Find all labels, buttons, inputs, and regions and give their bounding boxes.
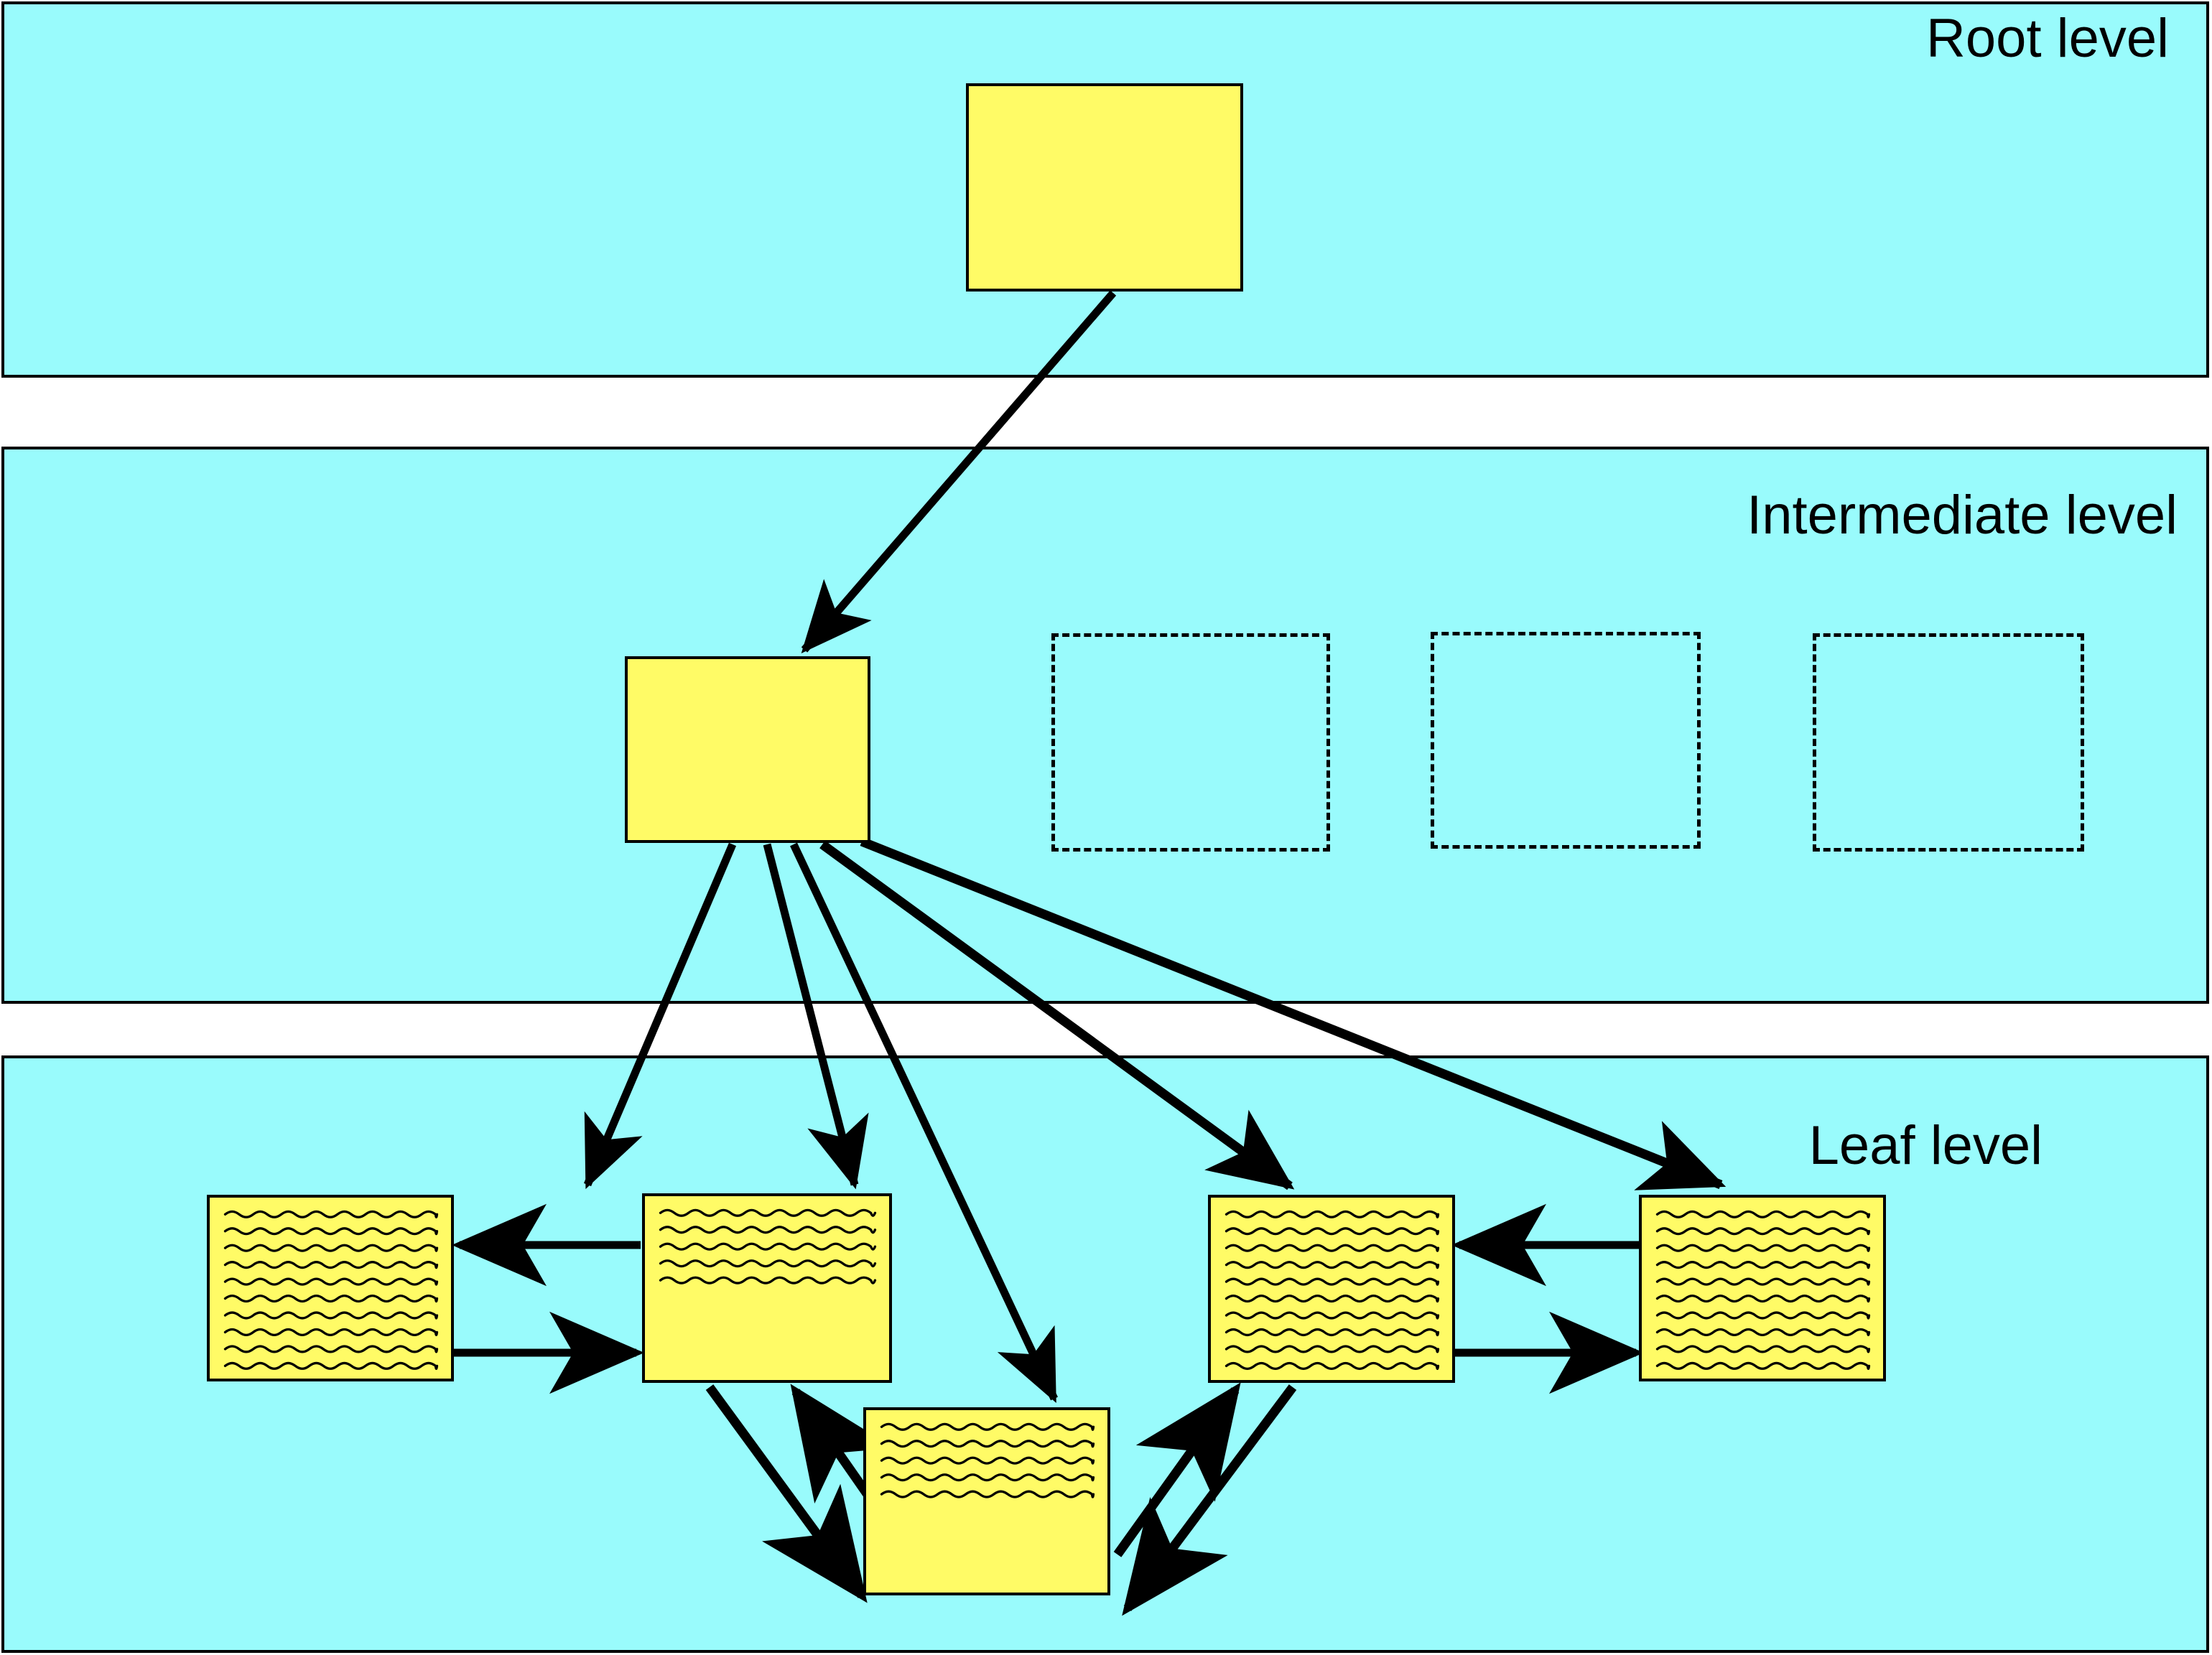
intermediate-placeholder-slot-3[interactable]: [1813, 633, 2084, 852]
band-label-intermediate-level: Intermediate level: [1747, 485, 2178, 546]
intermediate-placeholder-slot-1[interactable]: [1051, 633, 1330, 852]
leaf-node-5[interactable]: [1639, 1195, 1886, 1381]
squiggle-text-icon: [880, 1422, 1095, 1498]
leaf-node-2[interactable]: [642, 1193, 892, 1383]
squiggle-text-icon: [223, 1210, 439, 1370]
intermediate-placeholder-slot-2[interactable]: [1431, 632, 1701, 849]
root-node[interactable]: [966, 83, 1243, 292]
squiggle-text-icon: [1224, 1210, 1440, 1370]
intermediate-node[interactable]: [625, 656, 870, 843]
leaf-node-4[interactable]: [1208, 1195, 1455, 1383]
band-label-root-level: Root level: [1926, 8, 2169, 69]
leaf-node-1[interactable]: [207, 1195, 454, 1381]
squiggle-text-icon: [1655, 1210, 1871, 1370]
squiggle-text-icon: [659, 1208, 877, 1285]
leaf-node-3[interactable]: [863, 1407, 1110, 1595]
band-label-leaf-level: Leaf level: [1808, 1115, 2043, 1176]
